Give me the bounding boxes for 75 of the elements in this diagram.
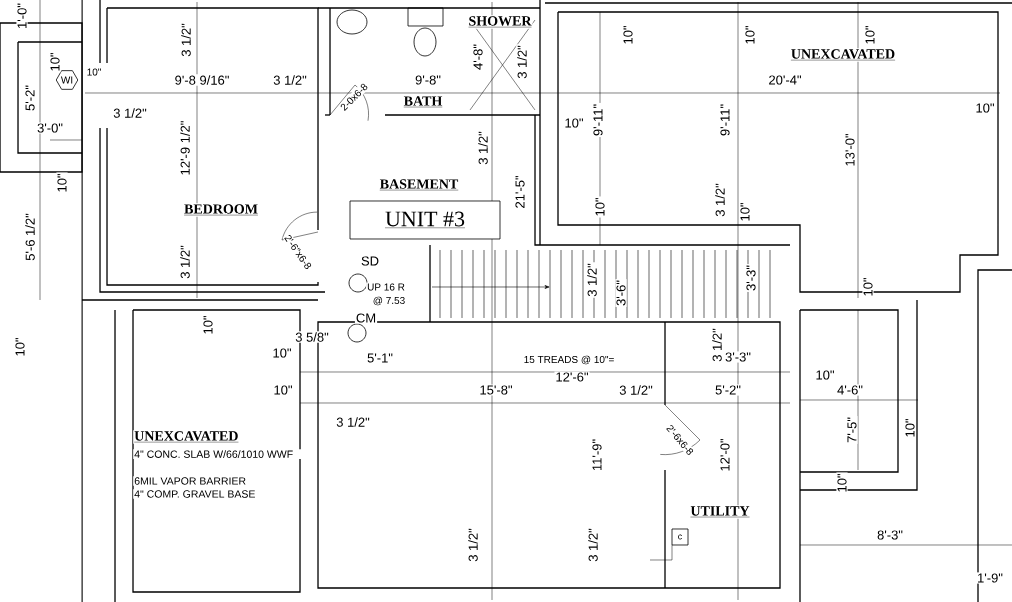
dimension-label: 3 1/2" (711, 327, 723, 363)
room-label: UNEXCAVATED (133, 430, 240, 444)
dimension-label: 10" (904, 417, 916, 439)
room-label: UNEXCAVATED (789, 48, 897, 62)
dimension-label: 3 1/2" (179, 244, 191, 280)
note-text: 4" CONC. SLAB W/66/1010 WWF (133, 449, 304, 459)
dimension-label: 10" (14, 336, 26, 358)
dimension-label: 3 1/2" (516, 44, 528, 80)
dimension-label: 10" (85, 67, 103, 77)
dimension-label: 5'-6 1/2" (24, 212, 36, 262)
dimension-label: 10" (862, 276, 874, 298)
dimension-label: 3'-3" (724, 351, 752, 363)
dimension-label: 3'-3" (745, 264, 757, 292)
dimension-label: 20'-4" (767, 74, 803, 86)
dimension-label: 10" (739, 201, 751, 223)
dimension-label: 3'-6" (615, 279, 627, 307)
dimension-label: 15'-8" (478, 384, 514, 396)
dimension-label: 3 1/2" (618, 384, 654, 396)
note-text: 6MIL VAPOR BARRIER (133, 476, 248, 486)
dimension-label: 4'-8" (472, 43, 484, 71)
dimension-label: 5'-1" (366, 352, 394, 364)
symbol-label: CM (354, 312, 378, 324)
dimension-label: 10" (622, 24, 634, 46)
dimension-label: 13'-0" (844, 132, 856, 168)
circle-symbol (347, 323, 367, 343)
dimension-label: 10" (563, 117, 585, 129)
equipment-box: c (671, 528, 689, 546)
dimension-label: 10" (271, 347, 293, 359)
dimension-label: 3 1/2" (587, 527, 599, 563)
dimension-label: 3 1/2" (112, 107, 148, 119)
dimension-label: 3'-0" (36, 122, 64, 134)
dimension-label: 8'-3" (876, 529, 904, 541)
dimension-label: 12'-9 1/2" (179, 119, 191, 177)
dimension-label: 12'-0" (719, 437, 731, 473)
dimension-label: 10" (864, 24, 876, 46)
dimension-label: 11'-9" (591, 437, 603, 473)
room-label: UTILITY (689, 505, 751, 519)
unit-label-box: UNIT #3 (349, 200, 501, 240)
dimension-label: 3 1/2" (477, 130, 489, 166)
dimension-label: 10" (974, 102, 996, 114)
dimension-label: 10" (56, 172, 68, 194)
dimension-label: 15 TREADS @ 10"= (522, 354, 616, 366)
dimension-label: 3 1/2" (272, 74, 308, 86)
dimension-label: 1'-9" (976, 572, 1004, 584)
circle-symbol (348, 273, 368, 293)
dimension-label: 9'-8 9/16" (173, 74, 231, 86)
note-text: 4" COMP. GRAVEL BASE (133, 489, 257, 499)
symbol-label: SD (360, 255, 381, 267)
dimension-label: 3 1/2" (467, 527, 479, 563)
dimension-label: 3 1/2" (586, 262, 598, 298)
dimension-label: 10" (836, 472, 848, 494)
dimension-label: 10" (744, 24, 756, 46)
dimension-label: 21'-5" (514, 174, 526, 210)
dimension-label: 10" (594, 196, 606, 218)
dimension-label: 10" (49, 51, 61, 73)
dimension-label: 7'-5" (846, 416, 858, 444)
room-label: SHOWER (467, 15, 533, 29)
dimension-label: 9'-11" (592, 102, 604, 138)
hexagon-tag: WI (55, 70, 79, 90)
dimension-label: 3 1/2" (180, 22, 192, 58)
dimension-label: 9'-8" (414, 74, 442, 86)
dimension-label: 9'-11" (719, 102, 731, 138)
room-label: BATH (402, 95, 444, 109)
room-label: BEDROOM (183, 203, 259, 217)
dimension-label: 3 1/2" (335, 416, 371, 428)
dimension-label: 12'-6" (554, 371, 590, 383)
room-label: BASEMENT (378, 178, 460, 192)
dimension-label: 4'-6" (836, 384, 864, 396)
dimension-label: 10" (202, 314, 214, 336)
dimension-label: 5'-2" (24, 84, 36, 112)
dimension-label: 3 1/2" (714, 182, 726, 218)
dimension-label: @ 7.53 (371, 295, 407, 307)
dimension-label: 10" (272, 384, 294, 396)
dimension-label: 5'-2" (714, 384, 742, 396)
dimension-label: 10" (814, 369, 836, 381)
